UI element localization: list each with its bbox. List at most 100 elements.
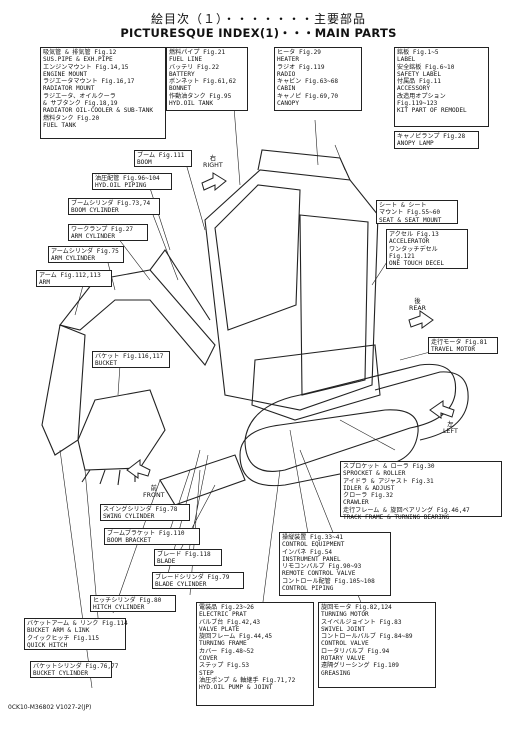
callout-line: ARM [39, 279, 51, 287]
callout-line: ヒッチシリンダ Fig.80 [93, 597, 162, 604]
arrow-right-icon [201, 172, 227, 192]
direction-left: 左 LEFT [443, 421, 458, 436]
document-code: 0CK10-M36802 V1027-2(JP) [8, 704, 92, 711]
callout-line: BUCKET ARM & LINK [27, 627, 90, 635]
callout-line: BUCKET CYLINDER [33, 670, 89, 678]
callout-line: 電装品 Fig.23~26 [199, 604, 254, 611]
callout-line: シート & シート [379, 202, 427, 209]
callout-line: ENGINE MOUNT [43, 70, 88, 78]
direction-rear-jp: 後 [414, 298, 421, 305]
callout-line: CONTROL PIPING [282, 585, 334, 593]
callout-line: 銘板 Fig.1~5 [397, 49, 439, 56]
callout-line: TURNING MOTOR [321, 611, 369, 619]
callout-line: ボンネット Fig.61,62 [169, 78, 237, 86]
callout-line: インパネ Fig.54 [282, 548, 333, 556]
page-title-en: PICTURESQUE INDEX(1)・・・MAIN PARTS [120, 26, 397, 40]
callout-line: 遠隔グリーシング Fig.109 [321, 662, 399, 670]
callout-line: エンジンマウント Fig.14,15 [43, 63, 129, 71]
arrow-front-icon [126, 458, 151, 479]
callout-line: BONNET [169, 85, 192, 93]
callout-line: 作動油タンク Fig.95 [169, 92, 232, 100]
callout-line: BATTERY [169, 70, 195, 78]
callout-line: CANOPY [277, 100, 300, 108]
callout-line: キャビン Fig.63~68 [277, 78, 339, 86]
callout-line: 油圧ポンプ & 軸継手 Fig.71,72 [199, 676, 296, 684]
callout-line: ブームブラケット Fig.110 [107, 530, 185, 537]
callout-line: ARM CYLINDER [51, 255, 96, 263]
callout-line: SAFETY LABEL [397, 70, 442, 78]
direction-right-en: RIGHT [203, 162, 223, 170]
callout-line: TRAVEL MOTOR [431, 346, 476, 354]
direction-left-en: LEFT [443, 428, 458, 436]
callout-line: ラジエータ、オイルクーラ [43, 92, 116, 100]
callout-line: SPROCKET & ROLLER [343, 470, 406, 478]
callout-line: ヒータ Fig.29 [277, 49, 321, 56]
callout-line: ACCESSORY [397, 85, 431, 93]
callout-line: 改造用オプション [397, 92, 446, 100]
callout-line: 吸気管 & 排気管 Fig.12 [43, 49, 117, 56]
callout-line: カバー Fig.48~52 [199, 647, 254, 655]
callout-line: CONTROL EQUIPMENT [282, 541, 345, 549]
callout-line: 付属品 Fig.11 [397, 78, 441, 86]
callout-line: HEATER [277, 56, 300, 64]
callout-line: COVER [199, 655, 218, 663]
callout-line: HYD.OIL PIPING [95, 182, 147, 190]
callout-line: アームシリンダ Fig.75 [51, 248, 119, 255]
engine-hood [251, 344, 381, 421]
callout-line: & サブタンク Fig.18,19 [43, 100, 118, 108]
callout-line: Fig.119~123 [397, 100, 438, 108]
callout-line: QUICK HITCH [27, 641, 68, 649]
callout-line: アイドラ & アジャスト Fig.31 [343, 477, 434, 485]
track-near [239, 409, 419, 487]
callout-line: バケットアーム & リンク Fig.114 [27, 620, 128, 627]
callout-line: ラジエータマウント Fig.16,17 [43, 78, 135, 86]
callout-line: SEAT & SEAT MOUNT [379, 216, 442, 224]
callout-line: TRACK FRAME & TURNING BEARING [343, 514, 450, 522]
cab-window [214, 184, 301, 331]
callout-line: アーム Fig.112,113 [39, 272, 101, 279]
callout-line: クイックヒッチ Fig.115 [27, 634, 100, 642]
callout-line: キャノピランプ Fig.28 [397, 133, 466, 140]
callout-line: ACCELERATOR [389, 238, 430, 246]
direction-left-jp: 左 [447, 421, 454, 428]
arrow-left-icon [429, 400, 455, 419]
arrow-rear-icon [408, 310, 434, 329]
bucket [77, 389, 166, 471]
callout-line: BOOM BRACKET [107, 537, 152, 545]
callout-line: BLADE CYLINDER [155, 581, 207, 589]
callout-line: マウント Fig.55~60 [379, 209, 441, 217]
callout-line: スイベルジョイント Fig.83 [321, 618, 402, 626]
callout-line: クローラ Fig.32 [343, 492, 394, 500]
callout-line: TURNING FRAME [199, 640, 247, 648]
track-far [244, 363, 457, 472]
callout-line: ロータリバルブ Fig.94 [321, 647, 390, 655]
callout-line: ステップ Fig.53 [199, 662, 250, 670]
direction-rear-en: REAR [409, 305, 427, 313]
callout-line: スイングシリンダ Fig.78 [103, 506, 178, 513]
callout-line: HYD.OIL PUMP & JOINT [199, 684, 273, 692]
callout-line: BLADE [157, 558, 176, 566]
callout-line: ブレード Fig.118 [157, 551, 211, 558]
direction-right-jp: 右 [209, 155, 216, 162]
callout-line: 走行モータ Fig.81 [431, 339, 488, 346]
callout-line: ROTARY VALVE [321, 655, 366, 663]
callout-line: ARM CYLINDER [71, 233, 116, 241]
direction-front-jp: 前 [150, 485, 157, 492]
callout-line: キャノピ Fig.69,70 [277, 92, 339, 100]
direction-front: 前 FRONT [143, 485, 165, 500]
